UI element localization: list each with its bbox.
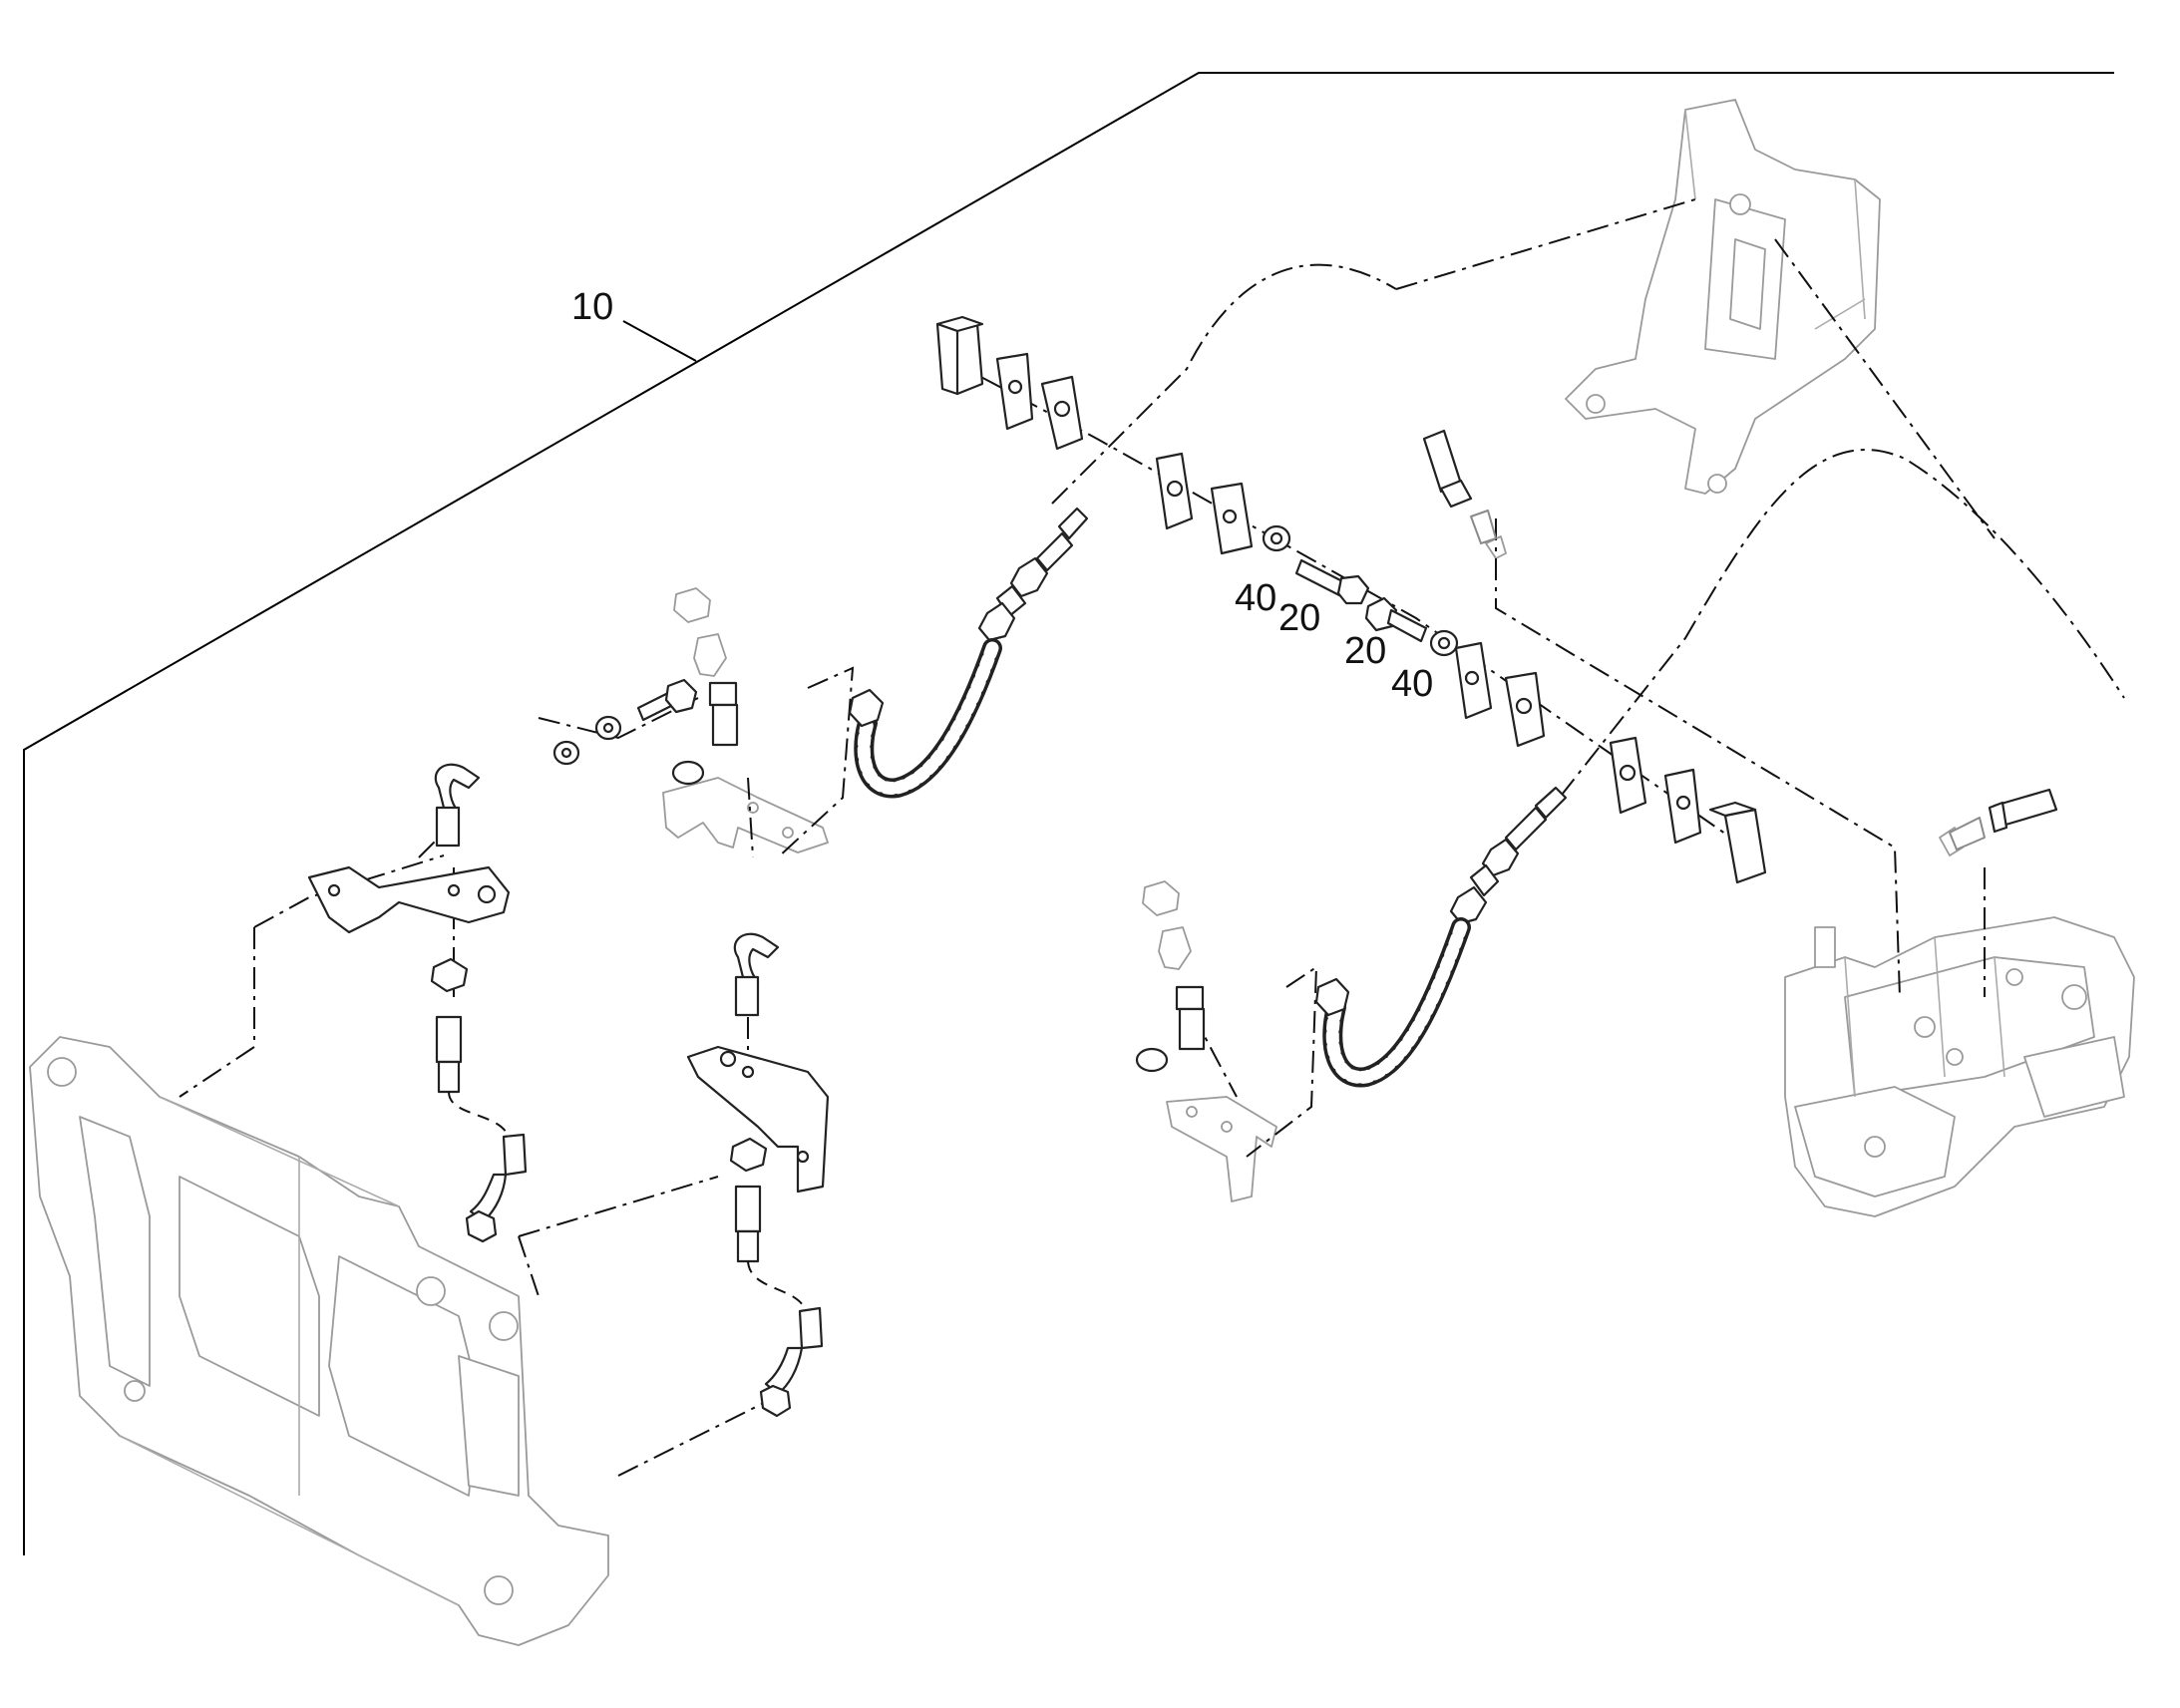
ghost-bracket-left	[662, 777, 829, 854]
loader-tower-frame	[1565, 99, 1881, 495]
assembly-boundary-outline	[23, 72, 2114, 1555]
chassis-frame	[29, 1036, 609, 1646]
bulkhead-connector-lower	[1135, 985, 1206, 1073]
callout-label-40-left: 40	[1235, 577, 1276, 619]
ghost-bracket-center	[1166, 1096, 1277, 1202]
lock-nut-lower-left	[729, 1137, 768, 1173]
elbow-fitting-upper-left	[434, 763, 481, 848]
callout-label-20-left: 20	[1278, 597, 1320, 639]
flexible-hose-lower	[1314, 786, 1568, 1088]
washer-bolt-center-right	[1364, 596, 1459, 657]
mounting-bracket-lower-left	[686, 1045, 830, 1194]
control-valve-block	[1784, 916, 2135, 1217]
hose-end-upper-left	[435, 1015, 528, 1243]
hose-clamp-stack-upper	[935, 315, 1254, 555]
hose-end-lower-left	[734, 1185, 824, 1418]
washer-bolt-upper-left	[552, 678, 698, 766]
callout-leader-10	[622, 320, 697, 362]
bulkhead-connector-upper	[671, 681, 739, 786]
mounting-bracket-upper-left	[307, 865, 511, 934]
hose-clamp-stack-lower	[1454, 641, 1767, 884]
callout-10: 10	[571, 286, 697, 362]
washer-bolt-center-left	[1262, 524, 1370, 605]
callout-label-20-right: 20	[1344, 630, 1386, 672]
ghost-nut-lower	[1142, 880, 1192, 970]
flexible-hose-upper	[848, 507, 1089, 799]
lock-nut-upper-left	[430, 957, 469, 993]
tower-hose-fitting	[1422, 429, 1497, 544]
elbow-fitting-lower-left	[733, 932, 780, 1017]
valve-hose-fitting	[1949, 788, 2058, 851]
ghost-nut-upper	[673, 587, 727, 677]
callout-label-10: 10	[571, 286, 613, 328]
callout-label-40-right: 40	[1391, 663, 1433, 705]
